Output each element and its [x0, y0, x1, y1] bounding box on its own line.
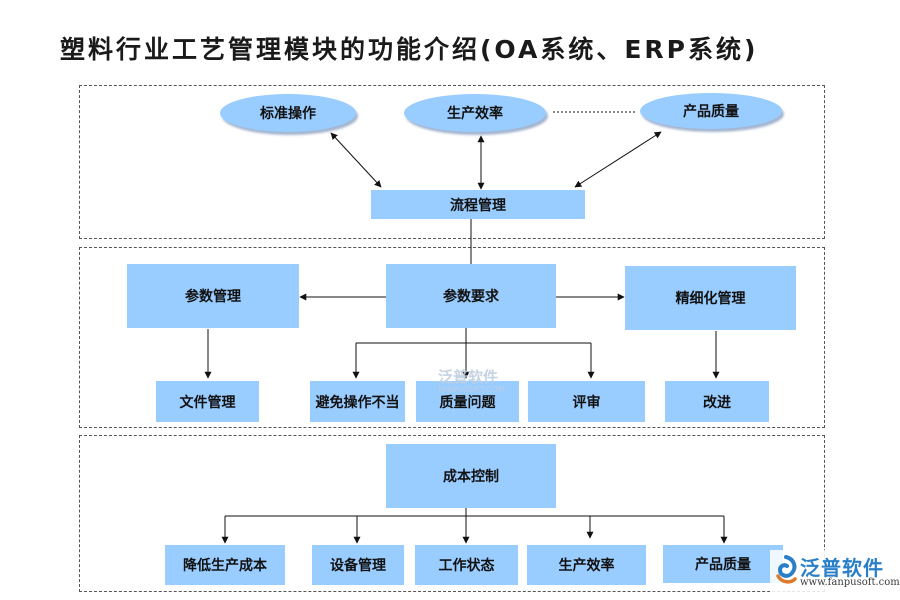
box-review: 评审: [528, 381, 645, 422]
page-title: 塑料行业工艺管理模块的功能介绍(OA系统、ERP系统): [60, 35, 759, 64]
watermark: 泛普软件 FANPUSOFT.COM: [438, 366, 505, 394]
box-work-status: 工作状态: [415, 545, 518, 585]
logo-name: 泛普软件: [800, 556, 884, 580]
box-param-req: 参数要求: [386, 264, 556, 328]
box-process-mgmt: 流程管理: [371, 190, 585, 219]
box-refine-mgmt: 精细化管理: [625, 266, 796, 330]
box-param-mgmt: 参数管理: [127, 264, 299, 328]
box-doc-mgmt: 文件管理: [156, 381, 259, 422]
watermark-text: 泛普软件: [438, 368, 499, 386]
box-quality-issue: 质量问题: [416, 381, 519, 422]
box-reduce-cost: 降低生产成本: [165, 545, 285, 585]
logo-url: www.fanpusoft.com: [800, 577, 900, 588]
section-bottom: [79, 435, 825, 592]
box-quality: 产品质量: [663, 545, 783, 583]
box-avoid-error: 避免操作不当: [310, 381, 405, 422]
section-middle: [79, 247, 825, 428]
box-cost-control: 成本控制: [386, 444, 556, 508]
brand-logo: 泛普软件 www.fanpusoft.com: [770, 550, 900, 596]
box-equipment: 设备管理: [312, 545, 404, 585]
ellipse-standard-ops: 标准操作: [220, 94, 356, 132]
logo-swirl-icon: [776, 555, 797, 584]
box-efficiency: 生产效率: [527, 545, 646, 585]
ellipse-efficiency: 生产效率: [404, 94, 546, 132]
box-improve: 改进: [665, 381, 769, 422]
section-top: [79, 85, 825, 239]
watermark-sub: FANPUSOFT.COM: [438, 385, 506, 394]
ellipse-quality: 产品质量: [640, 93, 782, 129]
